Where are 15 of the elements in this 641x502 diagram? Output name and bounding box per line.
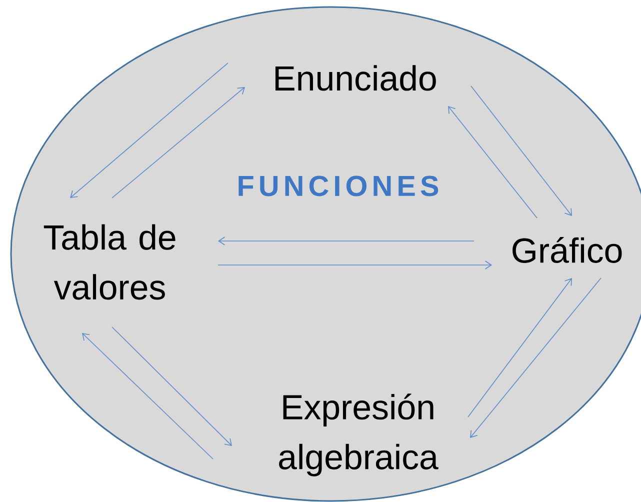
- arrow: [112, 326, 232, 446]
- node-label: Expresión algebraica: [279, 394, 438, 476]
- arrow: [470, 278, 602, 438]
- arrow: [112, 86, 245, 198]
- title: FUNCIONES: [238, 176, 438, 196]
- arrow: [82, 332, 214, 460]
- arrow: [218, 236, 474, 246]
- node-label: Enunciado: [275, 65, 436, 91]
- node-label: Tabla de valores: [44, 224, 176, 300]
- arrow: [218, 260, 492, 270]
- arrow: [448, 106, 538, 218]
- arrow: [70, 62, 228, 198]
- arrow: [470, 86, 572, 216]
- arrow: [468, 278, 572, 418]
- node-label: Gráfico: [512, 236, 622, 263]
